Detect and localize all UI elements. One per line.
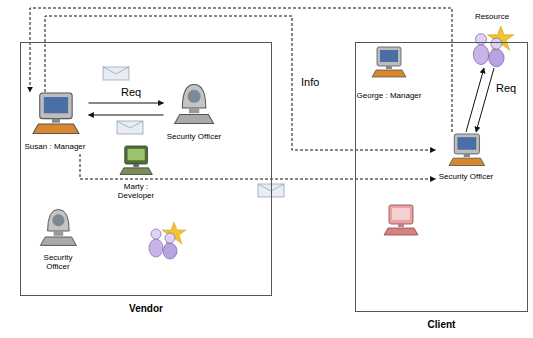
resource-computer [384,205,418,235]
message-flow [80,154,436,179]
station-label: Security Officer [35,253,81,271]
resource-node: Resource [467,12,517,68]
station-label: Security Officer [439,172,494,181]
manager-computer [33,93,79,134]
manager-station: George : Manager [354,45,425,103]
station-label: Marty : Developer [113,182,159,200]
station-label: Security Officer [167,132,222,141]
message-flow [45,16,436,150]
resource-icon [149,222,186,259]
region-title: Vendor [21,303,271,314]
vendor-region: Susan : ManagerSecurity OfficerMarty : D… [20,42,272,296]
message-envelope [117,121,143,134]
message-envelope [258,184,284,197]
officer-station: Security Officer [32,205,84,274]
officer-station: Security Officer [164,80,225,144]
developer-station: Marty : Developer [110,144,162,203]
request-arrow [89,103,164,104]
edge-label: Info [300,76,320,88]
manager-station: Susan : Manager [22,92,89,154]
officer-workstation [40,209,76,245]
station-label: Resource [475,12,509,21]
message-envelope [103,67,129,80]
station-label: Susan : Manager [25,142,86,151]
request-arrow [466,68,484,132]
station-label: George : Manager [357,91,422,100]
region-title: Client [356,319,527,330]
officer-workstation [175,85,214,124]
edge-label: Req [495,82,517,94]
request-arrow [476,68,494,132]
officer-station: Security Officer [436,132,497,184]
manager-computer [372,47,406,77]
edge-label: Req [120,86,142,98]
officer-computer [449,134,485,166]
developer-computer [120,146,152,175]
message-flow [30,8,452,132]
request-arrow [89,115,164,116]
resource-icon [473,26,514,67]
